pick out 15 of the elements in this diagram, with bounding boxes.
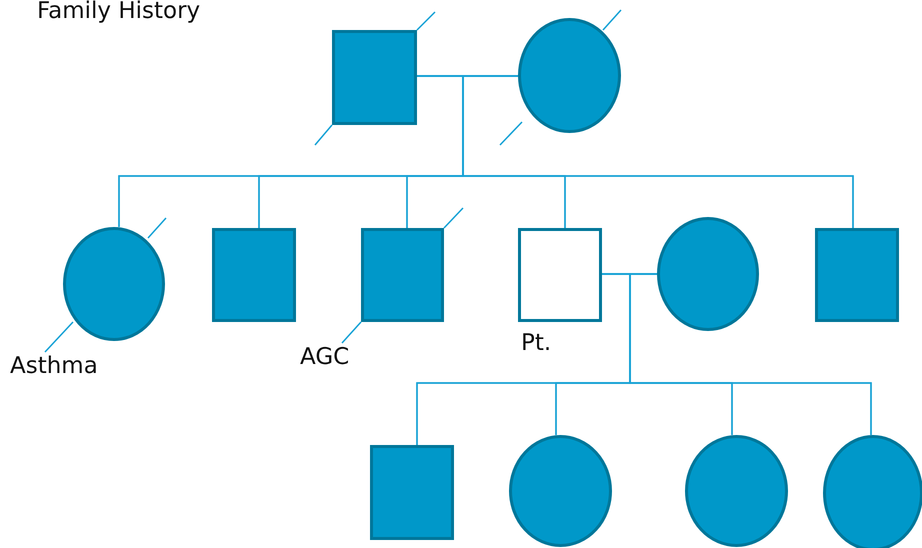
male-square — [518, 228, 602, 322]
female-circle — [685, 435, 788, 547]
female-circle — [63, 227, 165, 341]
condition-label: Asthma — [10, 355, 98, 378]
female-circle — [518, 18, 621, 133]
male-square — [815, 228, 899, 322]
condition-label: Pt. — [521, 332, 552, 355]
male-square — [332, 30, 417, 125]
male-square — [361, 228, 444, 322]
title: Family History — [37, 0, 200, 23]
female-circle — [509, 435, 612, 547]
female-circle — [657, 217, 759, 331]
condition-label: AGC — [300, 346, 350, 369]
male-square — [212, 228, 296, 322]
male-square — [370, 445, 454, 540]
